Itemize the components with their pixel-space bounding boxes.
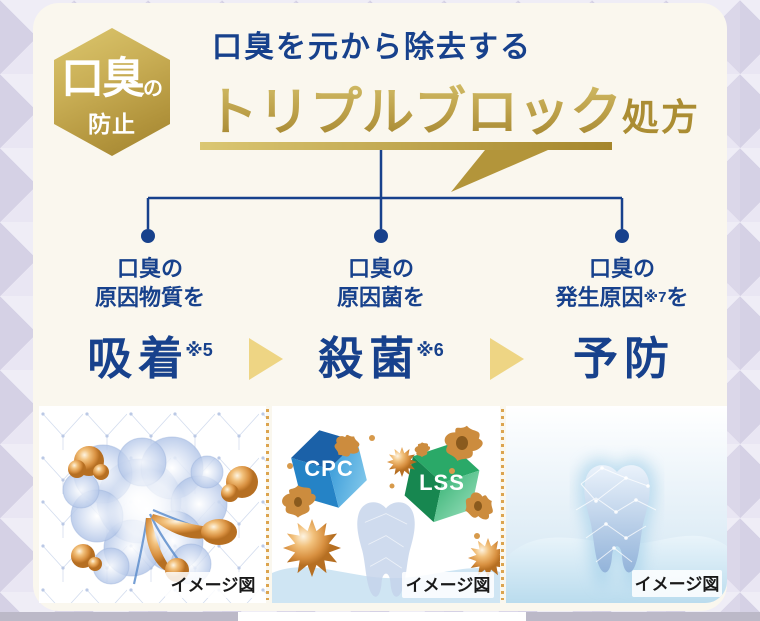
heading: 口臭を元から除去する トリプルブロック 処方 xyxy=(206,22,701,145)
benefit-text: 口臭の原因菌を xyxy=(336,256,425,310)
benefit-text: 口臭の発生原因※7を xyxy=(555,256,689,310)
step-arrow-icon xyxy=(490,338,524,380)
badge-title: 口臭の xyxy=(61,55,163,103)
image-caption: イメージ図 xyxy=(165,572,261,598)
caption-text: イメージ図 xyxy=(406,576,491,595)
caption-text: イメージ図 xyxy=(635,575,720,594)
tooth-illustration xyxy=(575,465,657,573)
benefit-column-adsorb: 口臭の原因物質を 吸着※5 xyxy=(30,254,270,387)
benefit-keyword-row: 殺菌※6 xyxy=(261,322,501,387)
speech-tail-icon xyxy=(451,150,548,192)
lss-label: LSS xyxy=(419,470,465,495)
connector-lines xyxy=(146,150,624,229)
adsorption-graphic: イメージ図 xyxy=(39,406,266,603)
caption-text: イメージ図 xyxy=(171,576,256,595)
tooth-illustration xyxy=(357,502,415,597)
benefit-text: 口臭の原因物質を xyxy=(94,256,205,310)
illustration-sterilize: CPC LSS xyxy=(272,406,500,603)
branch-connector xyxy=(141,150,629,243)
keyword-note: ※6 xyxy=(416,340,444,360)
keyword-sterilize: 殺菌 xyxy=(318,333,421,384)
connector-dot-center xyxy=(374,229,388,243)
keyword-prevent: 予防 xyxy=(572,333,675,384)
bottom-edge-right xyxy=(526,612,760,621)
keyword-note: ※5 xyxy=(185,340,213,360)
dotted-divider xyxy=(266,409,269,600)
benefit-column-sterilize: 口臭の原因菌を 殺菌※6 xyxy=(261,254,501,387)
benefit-keyword-row: 吸着※5 xyxy=(30,322,270,387)
badge-particle: の xyxy=(143,78,163,100)
badge-subtitle: 防止 xyxy=(88,111,136,137)
cpc-label: CPC xyxy=(304,456,353,481)
bottom-edge-left xyxy=(0,612,238,621)
keyword-adsorb: 吸着 xyxy=(87,333,190,384)
connector-dot-left xyxy=(141,229,155,243)
illustration-adsorption: イメージ図 xyxy=(39,406,266,603)
image-caption: イメージ図 xyxy=(632,570,722,597)
gold-underline xyxy=(200,142,612,192)
benefit-keyword-row: 予防 xyxy=(502,322,742,387)
prevent-graphic: イメージ図 xyxy=(506,406,727,603)
heading-main: トリプルブロック xyxy=(206,70,622,145)
cpc-badge: CPC xyxy=(291,430,367,508)
benefit-column-prevent: 口臭の発生原因※7を 予防 xyxy=(502,254,742,387)
connector-dot-right xyxy=(615,229,629,243)
sterilize-graphic: CPC LSS xyxy=(272,406,500,603)
illustration-prevent: イメージ図 xyxy=(506,406,727,603)
image-caption: イメージ図 xyxy=(402,572,494,598)
underline-bar xyxy=(200,142,612,150)
dotted-divider xyxy=(501,409,504,600)
bottom-edge-center xyxy=(238,612,526,621)
heading-suffix: 処方 xyxy=(622,97,701,138)
step-arrow-icon xyxy=(249,338,283,380)
germ-icons xyxy=(282,421,500,578)
heading-lead: 口臭を元から除去する xyxy=(212,31,532,64)
